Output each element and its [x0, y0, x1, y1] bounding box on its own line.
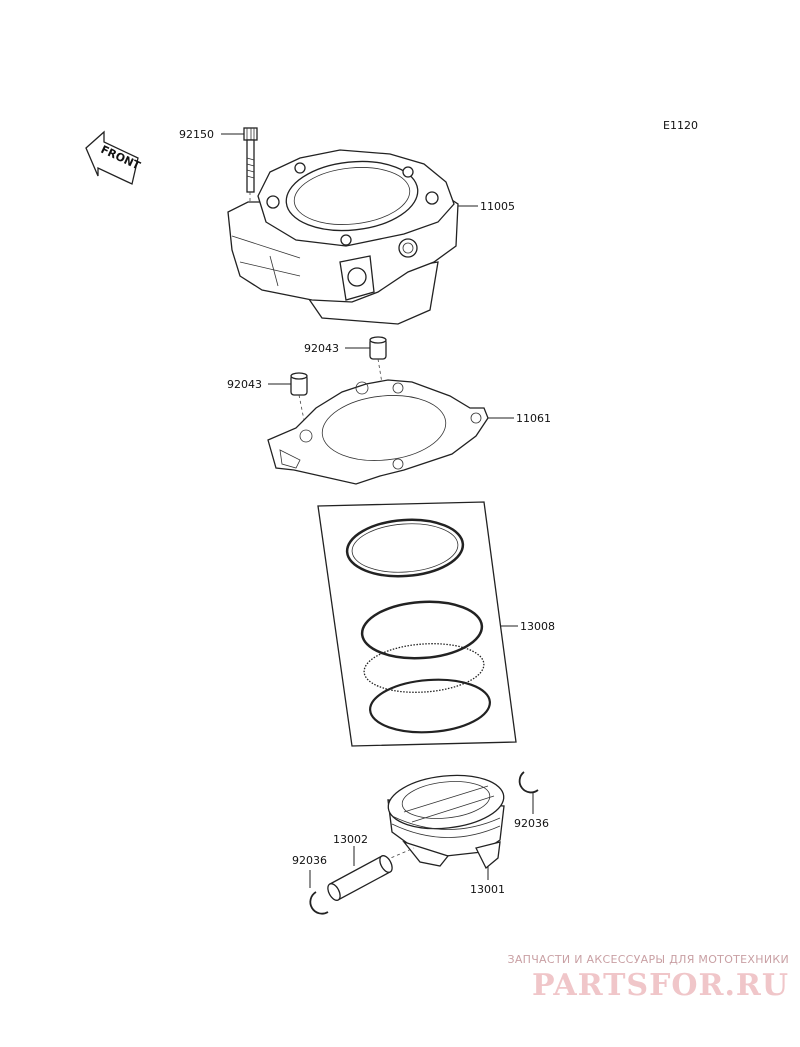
piston-drawing — [385, 774, 505, 870]
diagram-code: E1120 — [663, 119, 698, 132]
part-number-13008: 13008 — [520, 620, 555, 633]
part-number-92043-upper: 92043 — [304, 342, 339, 355]
dowel-pin-left-drawing — [290, 372, 308, 431]
piston-ring-set-drawing — [317, 501, 517, 747]
part-number-13002: 13002 — [333, 833, 368, 846]
part-number-92036-right: 92036 — [514, 817, 549, 830]
front-arrow-icon: FRONT — [85, 130, 143, 185]
part-number-13001: 13001 — [470, 883, 505, 896]
watermark-tagline: ЗАПЧАСТИ И АКСЕССУАРЫ ДЛЯ МОТОТЕХНИКИ — [507, 953, 789, 966]
part-number-11061: 11061 — [516, 412, 551, 425]
part-number-92043-lower: 92043 — [227, 378, 262, 391]
part-number-92150: 92150 — [179, 128, 214, 141]
part-number-92036-left: 92036 — [292, 854, 327, 867]
watermark-logo: PARTSFOR.RU — [532, 968, 789, 1003]
gasket-drawing — [267, 379, 489, 485]
circlip-right-drawing — [518, 771, 539, 794]
circlip-left-drawing — [309, 891, 329, 915]
piston-pin-drawing — [327, 855, 393, 901]
bolt-drawing — [243, 127, 258, 210]
part-number-11005: 11005 — [480, 200, 515, 213]
cylinder-drawing — [227, 149, 459, 325]
